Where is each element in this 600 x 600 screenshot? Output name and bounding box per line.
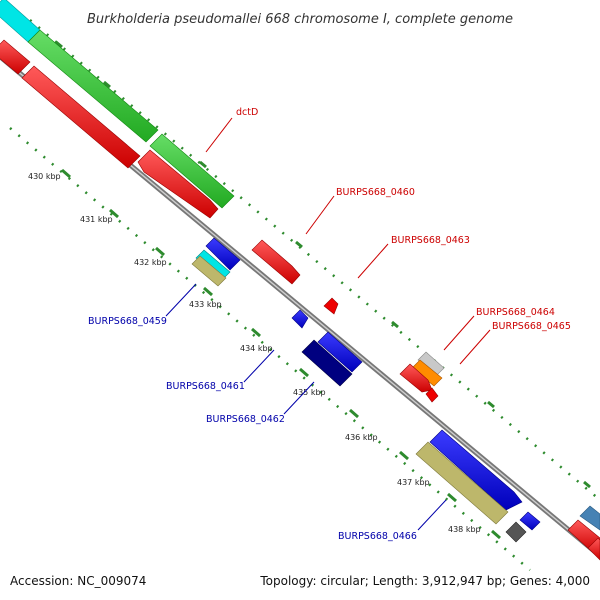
major-tick <box>103 80 111 89</box>
major-tick <box>487 400 495 409</box>
leader-line-0460 <box>305 195 335 235</box>
accession-text: Accession: NC_009074 <box>10 574 146 588</box>
leader-line-0459 <box>165 283 197 317</box>
major-tick <box>349 408 359 419</box>
gene-reverse[interactable] <box>205 237 241 271</box>
gene-label-0464[interactable]: BURPS668_0464 <box>476 307 555 318</box>
leader-line-0463 <box>357 243 389 279</box>
tick-label: 436 kbp <box>345 433 378 442</box>
major-tick <box>299 367 309 378</box>
major-tick <box>391 320 399 329</box>
gene-burps668-0459[interactable] <box>191 255 227 287</box>
leader-line-0466 <box>417 499 447 531</box>
leader-line-dctD <box>205 117 233 153</box>
leader-line-0464 <box>443 315 475 351</box>
tick-label: 433 kbp <box>189 300 222 309</box>
leader-line-0465 <box>459 329 491 365</box>
gene-label-0462[interactable]: BURPS668_0462 <box>206 414 285 425</box>
leader-line-0461 <box>243 349 275 383</box>
tick-track-outer <box>29 19 600 501</box>
tick-label: 435 kbp <box>293 388 326 397</box>
gene-forward-small[interactable] <box>425 387 439 403</box>
major-tick <box>447 492 457 503</box>
gene-forward[interactable] <box>399 363 433 393</box>
tick-track-inner <box>9 127 531 571</box>
gene-label-0466[interactable]: BURPS668_0466 <box>338 531 417 542</box>
summary-text: Topology: circular; Length: 3,912,947 bp… <box>259 574 590 588</box>
gene-burps668-0466[interactable] <box>415 441 509 525</box>
major-tick <box>61 168 71 179</box>
gene-dctD[interactable] <box>137 149 219 219</box>
major-tick <box>155 246 165 257</box>
major-tick <box>399 450 409 461</box>
tick-label: 430 kbp <box>28 172 61 181</box>
gene-reverse-small[interactable] <box>291 309 309 329</box>
gene-reverse[interactable] <box>429 429 523 511</box>
tick-label: 438 kbp <box>448 525 481 534</box>
map-title: Burkholderia pseudomallei 668 chromosome… <box>87 12 513 27</box>
tick-label: 432 kbp <box>134 258 167 267</box>
major-tick <box>109 208 119 219</box>
major-tick <box>203 286 213 297</box>
gene-forward[interactable] <box>21 65 141 169</box>
gene-label-0459[interactable]: BURPS668_0459 <box>88 316 167 327</box>
major-tick <box>55 40 63 49</box>
gene-label-0465[interactable]: BURPS668_0465 <box>492 321 571 332</box>
gene-burps668-0460[interactable] <box>251 239 301 285</box>
major-tick <box>251 327 261 338</box>
gene-forward[interactable] <box>0 39 31 75</box>
gene-steelblue[interactable] <box>579 505 600 531</box>
tick-label: 434 kbp <box>240 344 273 353</box>
tick-label: 437 kbp <box>397 478 430 487</box>
gene-burps668-0463[interactable] <box>323 297 339 315</box>
major-tick <box>491 529 501 540</box>
gene-forward[interactable] <box>587 537 600 561</box>
gene-label-0461[interactable]: BURPS668_0461 <box>166 381 245 392</box>
major-tick <box>583 480 591 489</box>
feature-band-green[interactable] <box>27 29 159 143</box>
tick-label: 431 kbp <box>80 215 113 224</box>
gene-reverse-small[interactable] <box>519 511 541 531</box>
major-tick <box>295 240 303 249</box>
major-tick <box>199 160 207 169</box>
gene-label-0463[interactable]: BURPS668_0463 <box>391 235 470 246</box>
gene-label-dctD[interactable]: dctD <box>236 107 258 118</box>
gene-misc[interactable] <box>505 521 527 543</box>
gene-burps668-0462[interactable] <box>301 339 353 387</box>
leader-line-0462 <box>283 381 315 415</box>
feature-band-green[interactable] <box>149 133 235 209</box>
gene-burps668-0461[interactable] <box>317 331 363 373</box>
gene-label-0460[interactable]: BURPS668_0460 <box>336 187 415 198</box>
